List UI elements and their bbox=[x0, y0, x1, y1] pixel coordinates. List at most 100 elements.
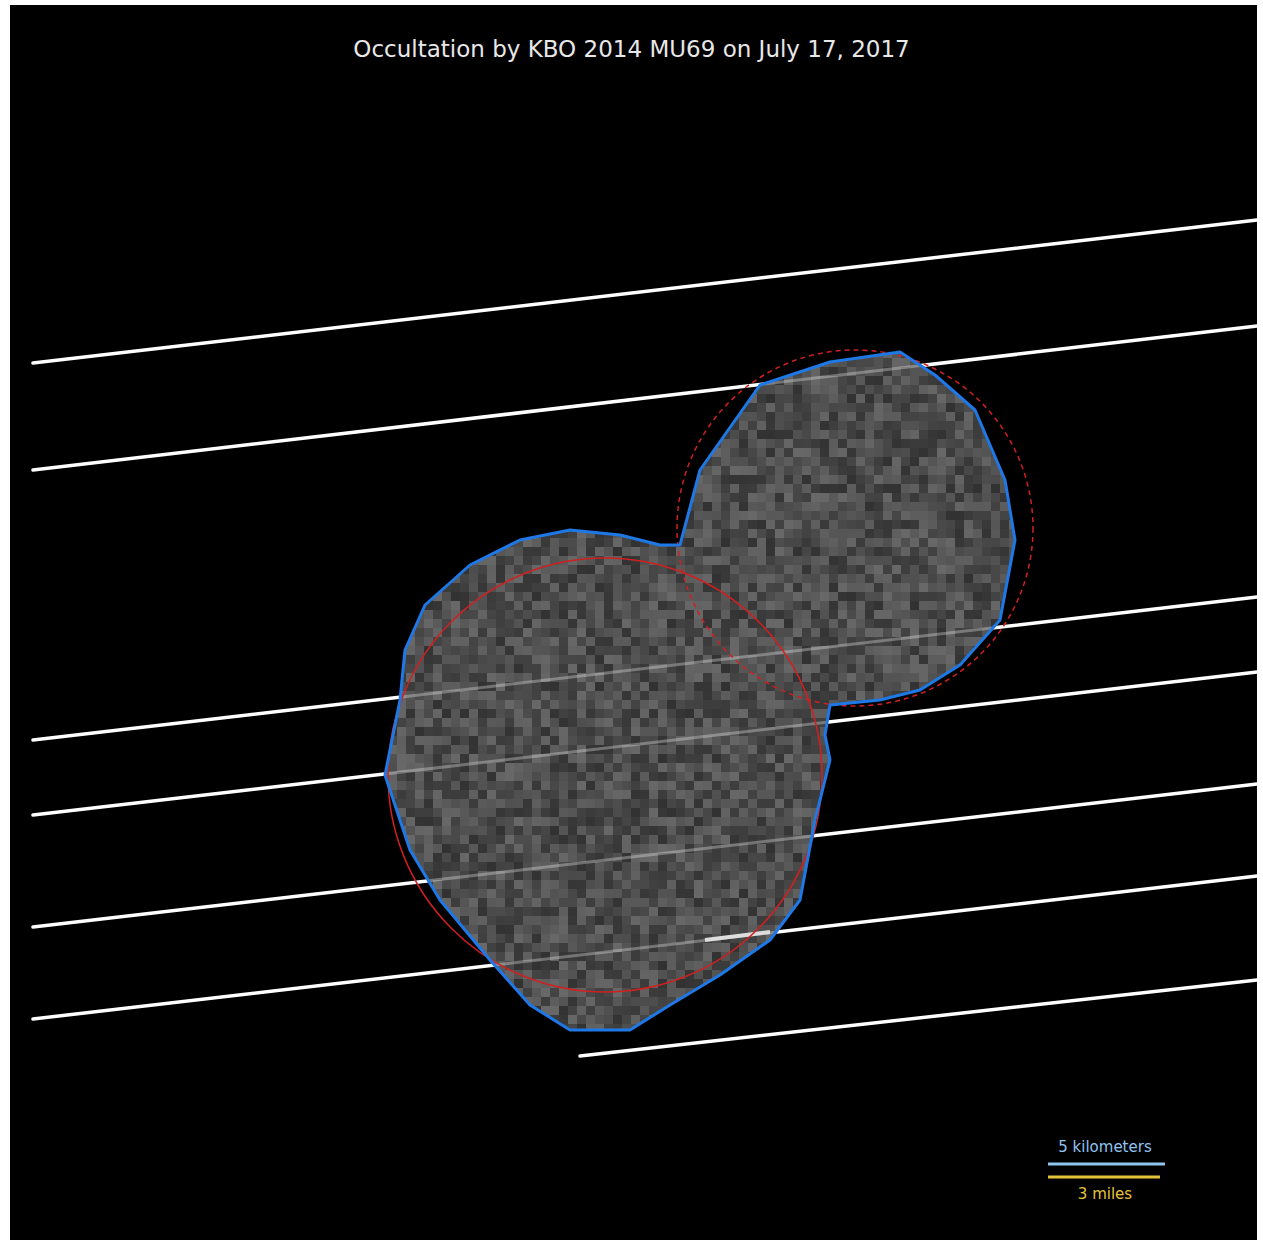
texture-cell bbox=[388, 574, 397, 583]
texture-cell bbox=[802, 358, 811, 367]
texture-cell bbox=[739, 556, 748, 565]
texture-cell bbox=[856, 475, 865, 484]
texture-cell bbox=[838, 430, 847, 439]
texture-cell bbox=[802, 484, 811, 493]
texture-cell bbox=[730, 376, 739, 385]
texture-cell bbox=[550, 367, 559, 376]
texture-cell bbox=[865, 421, 874, 430]
texture-cell bbox=[415, 412, 424, 421]
texture-cell bbox=[955, 430, 964, 439]
texture-cell bbox=[667, 520, 676, 529]
texture-cell bbox=[442, 484, 451, 493]
texture-cell bbox=[829, 457, 838, 466]
texture-cell bbox=[874, 376, 883, 385]
texture-cell bbox=[910, 403, 919, 412]
texture-cell bbox=[532, 367, 541, 376]
texture-cell bbox=[937, 493, 946, 502]
texture-cell bbox=[523, 511, 532, 520]
texture-cell bbox=[1000, 448, 1009, 457]
texture-cell bbox=[433, 394, 442, 403]
texture-cell bbox=[631, 430, 640, 439]
texture-cell bbox=[469, 520, 478, 529]
texture-cell bbox=[604, 538, 613, 547]
texture-cell bbox=[586, 574, 595, 583]
texture-cell bbox=[433, 439, 442, 448]
texture-cell bbox=[397, 367, 406, 376]
texture-cell bbox=[1009, 349, 1018, 358]
texture-cell bbox=[568, 340, 577, 349]
texture-cell bbox=[514, 529, 523, 538]
texture-cell bbox=[1027, 538, 1036, 547]
texture-cell bbox=[883, 385, 892, 394]
texture-cell bbox=[739, 565, 748, 574]
texture-cell bbox=[631, 412, 640, 421]
texture-cell bbox=[397, 385, 406, 394]
texture-cell bbox=[469, 412, 478, 421]
texture-cell bbox=[766, 565, 775, 574]
texture-cell bbox=[694, 376, 703, 385]
texture-cell bbox=[649, 394, 658, 403]
texture-cell bbox=[865, 484, 874, 493]
texture-cell bbox=[721, 511, 730, 520]
texture-cell bbox=[406, 529, 415, 538]
texture-cell bbox=[883, 403, 892, 412]
texture-cell bbox=[460, 556, 469, 565]
texture-cell bbox=[730, 565, 739, 574]
texture-cell bbox=[955, 484, 964, 493]
texture-cell bbox=[559, 457, 568, 466]
texture-cell bbox=[946, 412, 955, 421]
texture-cell bbox=[550, 403, 559, 412]
texture-cell bbox=[847, 421, 856, 430]
texture-cell bbox=[559, 439, 568, 448]
texture-cell bbox=[379, 466, 388, 475]
texture-cell bbox=[928, 439, 937, 448]
texture-cell bbox=[667, 475, 676, 484]
texture-cell bbox=[748, 421, 757, 430]
texture-cell bbox=[883, 457, 892, 466]
texture-cell bbox=[955, 412, 964, 421]
texture-cell bbox=[604, 367, 613, 376]
texture-cell bbox=[424, 394, 433, 403]
texture-cell bbox=[622, 448, 631, 457]
texture-cell bbox=[784, 538, 793, 547]
texture-cell bbox=[379, 358, 388, 367]
texture-cell bbox=[577, 430, 586, 439]
texture-cell bbox=[883, 358, 892, 367]
texture-cell bbox=[973, 448, 982, 457]
texture-cell bbox=[613, 466, 622, 475]
texture-cell bbox=[901, 376, 910, 385]
texture-cell bbox=[541, 574, 550, 583]
texture-cell bbox=[982, 556, 991, 565]
texture-cell bbox=[541, 475, 550, 484]
texture-cell bbox=[595, 547, 604, 556]
texture-cell bbox=[451, 538, 460, 547]
texture-cell bbox=[370, 367, 379, 376]
texture-cell bbox=[370, 394, 379, 403]
texture-cell bbox=[928, 430, 937, 439]
texture-cell bbox=[811, 403, 820, 412]
texture-cell bbox=[559, 367, 568, 376]
texture-cell bbox=[388, 376, 397, 385]
texture-cell bbox=[577, 493, 586, 502]
texture-cell bbox=[685, 484, 694, 493]
texture-cell bbox=[937, 448, 946, 457]
texture-cell bbox=[793, 403, 802, 412]
texture-cell bbox=[415, 511, 424, 520]
texture-cell bbox=[496, 538, 505, 547]
texture-cell bbox=[874, 502, 883, 511]
texture-cell bbox=[703, 376, 712, 385]
texture-cell bbox=[478, 430, 487, 439]
texture-cell bbox=[370, 484, 379, 493]
texture-cell bbox=[964, 439, 973, 448]
texture-cell bbox=[820, 493, 829, 502]
texture-cell bbox=[838, 493, 847, 502]
texture-cell bbox=[1018, 439, 1027, 448]
texture-cell bbox=[496, 511, 505, 520]
texture-cell bbox=[991, 376, 1000, 385]
texture-cell bbox=[757, 475, 766, 484]
texture-cell bbox=[685, 340, 694, 349]
texture-cell bbox=[658, 466, 667, 475]
texture-cell bbox=[523, 421, 532, 430]
texture-cell bbox=[370, 556, 379, 565]
texture-cell bbox=[514, 484, 523, 493]
